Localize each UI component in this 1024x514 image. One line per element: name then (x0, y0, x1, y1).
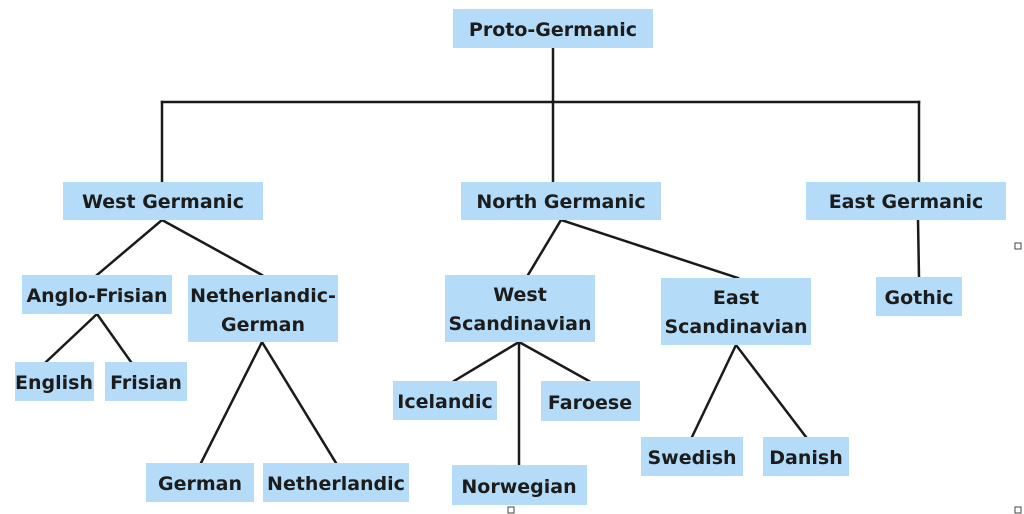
node-label: Gothic (884, 287, 953, 309)
node-faroese: Faroese (541, 381, 640, 421)
node-label: Norwegian (461, 476, 576, 498)
selection-handles (507, 242, 1022, 514)
edge-east-gothic (916, 218, 921, 279)
node-anglo-frisian: Anglo-Frisian (22, 275, 172, 314)
node-label: German (158, 473, 242, 495)
edge-nethger-german (199, 340, 264, 465)
node-label: Frisian (110, 372, 182, 394)
node-label: East Germanic (829, 191, 984, 213)
node-netherlandic: Netherlandic (263, 463, 409, 502)
resize-handle-bottom[interactable] (507, 506, 515, 514)
resize-handle-bottom-right[interactable] (1014, 506, 1022, 514)
edge-west-anglo (95, 218, 164, 277)
edge-westscan-icelandic (452, 340, 521, 383)
node-label-line-1: West (493, 284, 547, 306)
node-english: English (15, 362, 94, 401)
node-label-line-1: Netherlandic- (190, 285, 336, 307)
edge-eastscan-swedish (690, 343, 738, 439)
node-north-germanic: North Germanic (461, 182, 661, 220)
node-danish: Danish (763, 437, 849, 476)
node-frisian: Frisian (105, 362, 187, 401)
edge-west-nethger (160, 218, 264, 277)
edge-westscan-faroese (517, 340, 591, 383)
node-label: Anglo-Frisian (26, 285, 167, 307)
node-netherlandic-german: Netherlandic- German (188, 275, 338, 342)
node-label: West Germanic (82, 191, 244, 213)
edge-anglo-frisian (95, 312, 133, 364)
node-label-line-1: East (713, 287, 759, 309)
edge-north-eastscan (559, 218, 740, 280)
node-label: Icelandic (397, 391, 492, 413)
node-west-scandinavian: West Scandinavian (445, 275, 595, 342)
node-label: North Germanic (476, 191, 645, 213)
node-label: Danish (769, 447, 842, 469)
node-label-line-2: German (221, 314, 305, 336)
node-label-line-2: Scandinavian (448, 313, 591, 335)
edge-anglo-english (44, 312, 99, 364)
connector-lines (44, 46, 921, 467)
node-norwegian: Norwegian (452, 465, 587, 505)
edge-eastscan-danish (734, 343, 808, 439)
node-german: German (146, 463, 254, 502)
node-label: English (15, 372, 93, 394)
node-east-germanic: East Germanic (806, 182, 1006, 220)
edge-nethger-netherlandic (260, 340, 338, 465)
node-swedish: Swedish (641, 437, 743, 476)
edge-north-westscan (526, 218, 563, 277)
node-icelandic: Icelandic (393, 381, 497, 420)
node-label: Netherlandic (267, 473, 405, 495)
node-label: Proto-Germanic (469, 19, 637, 41)
node-label: Swedish (647, 447, 736, 469)
node-gothic: Gothic (876, 277, 962, 316)
node-east-scandinavian: East Scandinavian (661, 278, 811, 345)
node-west-germanic: West Germanic (63, 182, 263, 220)
node-label: Faroese (548, 392, 632, 414)
nodes: Proto-Germanic West Germanic North Germa… (15, 9, 1006, 505)
resize-handle-right[interactable] (1014, 242, 1022, 250)
node-label-line-2: Scandinavian (664, 316, 807, 338)
node-proto-germanic: Proto-Germanic (453, 9, 653, 48)
